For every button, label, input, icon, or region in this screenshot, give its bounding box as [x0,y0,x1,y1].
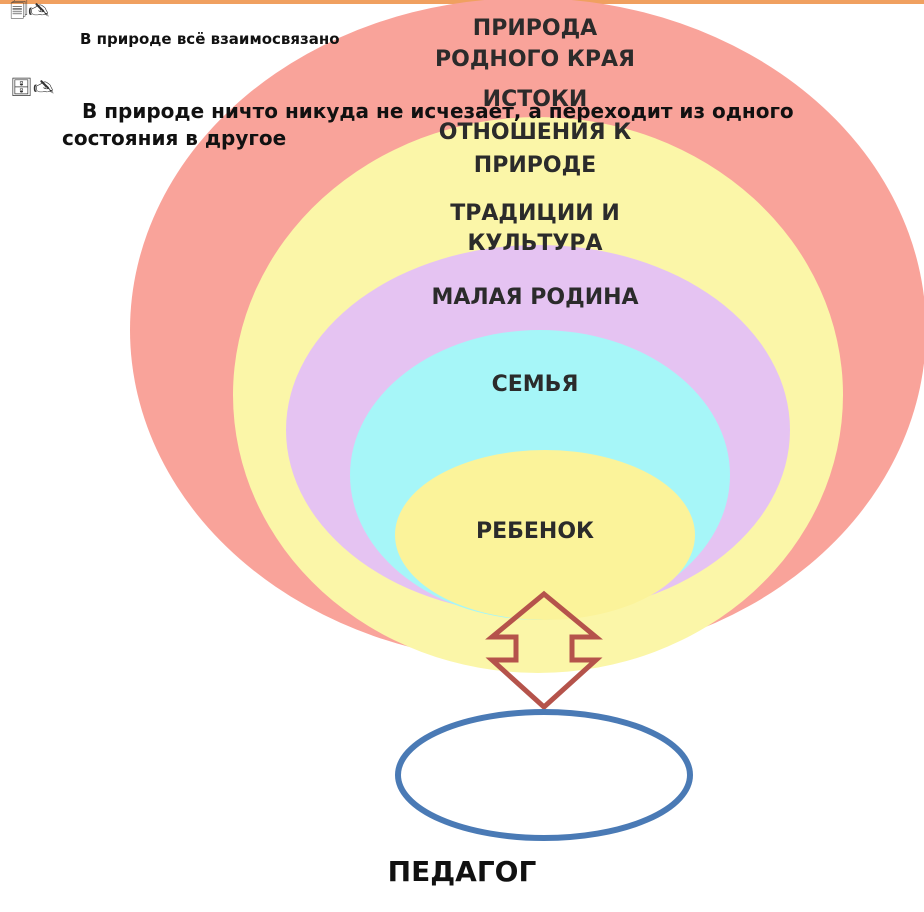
ring-label-traditions-1: ТРАДИЦИИ И [450,201,619,226]
double-arrow-icon [485,590,603,711]
note-interconnected: В природе всё взаимосвязано [80,30,340,48]
ring-child [395,450,695,620]
ring-label-origins-2: ОТНОШЕНИЯ К [439,120,631,145]
top-accent-bar [0,0,924,4]
ring-label-origins-3: ПРИРОДЕ [474,153,596,178]
note-conservation: В природе ничто никуда не исчезает, а пе… [62,99,794,150]
teacher-ellipse [395,709,693,841]
ring-label-family: СЕМЬЯ [492,372,579,397]
note-icons-2: 🗄🖎 [10,77,55,98]
ring-label-origins-1: ИСТОКИ [483,87,588,112]
teacher-label: ПЕДАГОГ [387,855,537,888]
ring-label-traditions-2: КУЛЬТУРА [467,231,602,256]
note-icons-1: 🗐🖎 [10,0,50,21]
ring-label-nature-2: РОДНОГО КРАЯ [435,47,635,72]
ring-label-nature-1: ПРИРОДА [473,16,597,41]
ring-label-child: РЕБЕНОК [476,519,594,544]
ring-label-small-homeland: МАЛАЯ РОДИНА [431,285,638,310]
